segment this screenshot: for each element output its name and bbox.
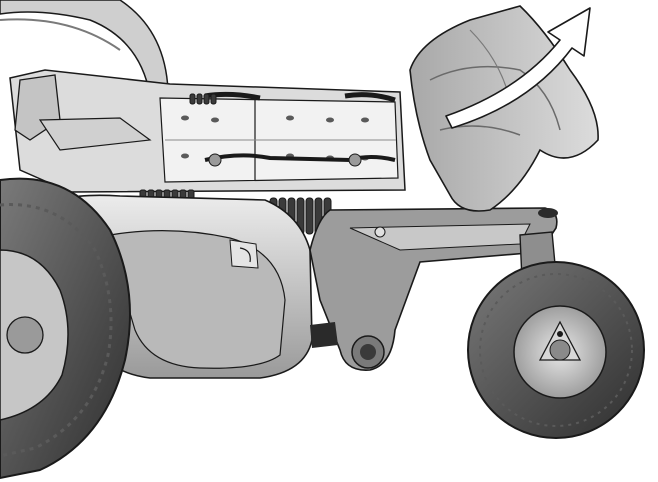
seat-frame: [9, 69, 406, 193]
front-swing-arm: [309, 207, 558, 371]
rear-wheel-top: [0, 0, 169, 96]
curved-arrow-icon: [445, 7, 591, 129]
rear-drive-wheel: [0, 177, 131, 480]
front-caster-wheel: [467, 261, 645, 439]
